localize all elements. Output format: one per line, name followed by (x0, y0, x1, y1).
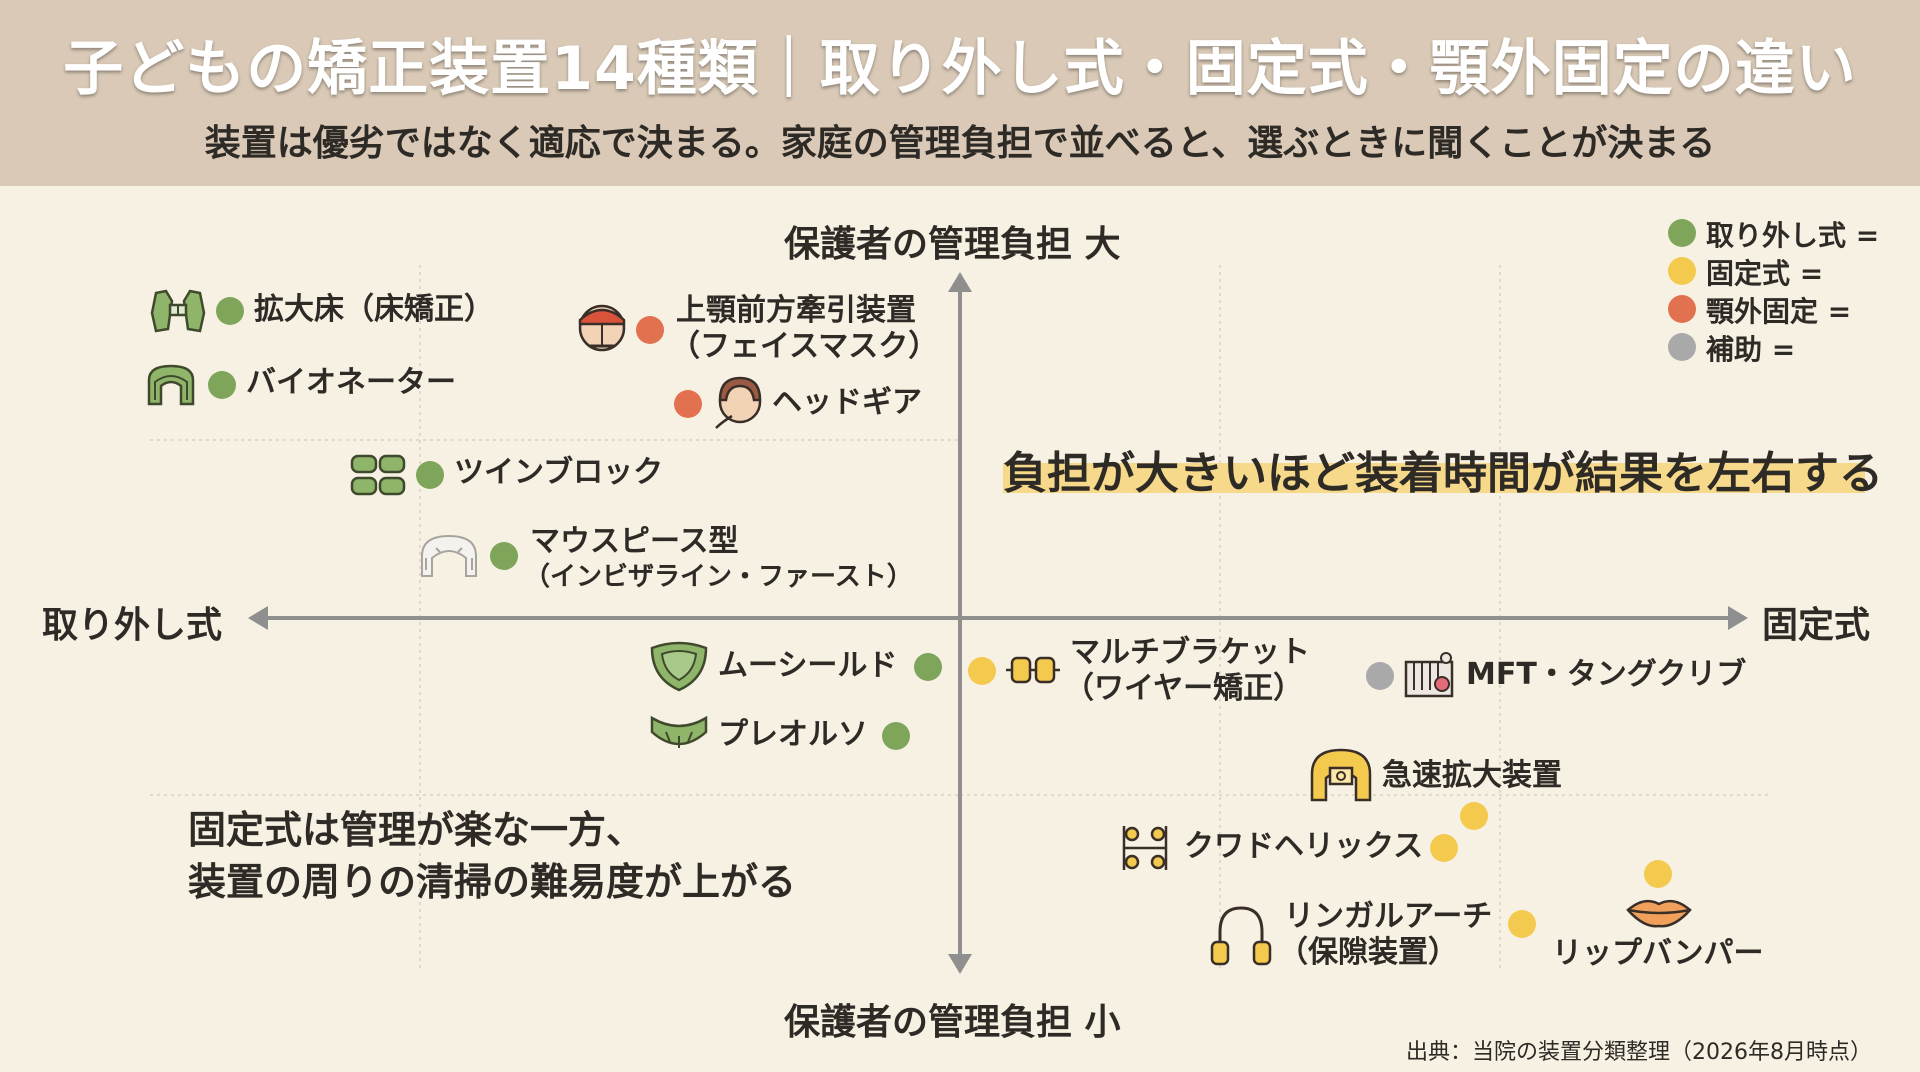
page-subtitle: 装置は優劣ではなく適応で決まる。家庭の管理負担で並べると、選ぶときに聞くことが決… (204, 123, 1716, 164)
arrow-left-icon (248, 606, 268, 630)
axes (262, 286, 1735, 960)
callout-highlight: 負担が大きいほど装着時間が結果を左右する (1003, 437, 1883, 499)
item-dot-mushield (914, 653, 942, 681)
item-dot-quadhelix (1430, 834, 1458, 862)
arrow-up-icon (948, 272, 972, 292)
header-band: 子どもの矯正装置14種類｜取り外し式・固定式・顎外固定の違い 装置は優劣ではなく… (0, 0, 1920, 186)
legend-label-extraoral: 顎外固定 = (1706, 295, 1852, 328)
legend-label-fixed: 固定式 = (1706, 257, 1824, 290)
arrow-down-icon (948, 954, 972, 974)
item-dot-lingualarch (1508, 910, 1536, 938)
note-line-2: 装置の周りの清掃の難易度が上がる (188, 860, 797, 904)
item-label-mouthpiece-line2: （インビザライン・ファースト） (524, 562, 913, 592)
item-dot-kakudaisho (216, 297, 244, 325)
lip-bumper-icon (1626, 899, 1692, 928)
note-line-1: 固定式は管理が楽な一方、 (188, 808, 645, 852)
highlight-marker (1003, 463, 1865, 493)
rapid-expander-icon (1310, 748, 1372, 802)
item-label-rpe: 急速拡大装置 (1382, 758, 1562, 793)
item-dot-lipbumper (1644, 860, 1672, 888)
aligner-icon (421, 534, 477, 577)
item-dot-twinblock (416, 461, 444, 489)
item-dot-headgear (674, 390, 702, 418)
item-label-kakudaisho: 拡大床（床矯正） (254, 292, 494, 327)
item-dot-mouthpiece (490, 542, 518, 570)
item-label-facemask-line2: （フェイスマスク） (670, 329, 939, 364)
tongue-crib-icon (1404, 652, 1454, 698)
item-label-mft: MFT・タングクリブ (1466, 657, 1747, 692)
mushield-icon (650, 641, 708, 692)
legend-dot-auxiliary (1668, 333, 1696, 361)
source-note: 出典：当院の装置分類整理（2026年8月時点） (1406, 1040, 1872, 1065)
twin-block-icon (350, 454, 406, 496)
item-dot-bionator (208, 371, 236, 399)
callout-text: 負担が大きいほど装着時間が結果を左右する (1003, 448, 1883, 499)
item-label-lingualarch-line2: （保隙装置） (1278, 935, 1458, 970)
item-label-mouthpiece-line1: マウスピース型 (530, 524, 739, 559)
legend-dot-extraoral (1668, 295, 1696, 323)
page-title: 子どもの矯正装置14種類｜取り外し式・固定式・顎外固定の違い (63, 34, 1857, 104)
item-label-lipbumper: リップバンパー (1552, 936, 1764, 971)
axis-label-bottom: 保護者の管理負担 小 (784, 1002, 1121, 1043)
bracket-icon (1006, 656, 1060, 684)
item-label-bionator: バイオネーター (246, 365, 456, 400)
arrow-right-icon (1728, 606, 1748, 630)
item-label-preortho: プレオルソ (718, 717, 868, 752)
legend-dot-removable (1668, 219, 1696, 247)
legend-dot-fixed (1668, 257, 1696, 285)
item-dot-rpe (1460, 802, 1488, 830)
face-mask-icon (578, 304, 626, 352)
axis-label-left: 取り外し式 (42, 605, 223, 646)
item-dot-multibracket (968, 657, 996, 685)
lingual-arch-icon (1210, 906, 1272, 966)
axis-label-top: 保護者の管理負担 大 (784, 224, 1121, 265)
preortho-icon (650, 715, 708, 748)
item-label-facemask-line1: 上顎前方牽引装置 (676, 293, 916, 328)
item-dot-mft (1366, 662, 1394, 690)
bionator-icon (147, 364, 195, 406)
item-label-quadhelix: クワドヘリックス (1184, 829, 1424, 864)
item-label-lingualarch-line1: リンガルアーチ (1284, 899, 1493, 934)
item-dot-facemask (636, 316, 664, 344)
legend-label-removable: 取り外し式 = (1706, 219, 1880, 252)
expansion-plate-icon (150, 289, 206, 333)
item-label-twinblock: ツインブロック (454, 455, 664, 490)
item-label-mushield: ムーシールド (718, 648, 898, 683)
item-label-multibracket-line1: マルチブラケット (1070, 635, 1310, 670)
item-dot-preortho (882, 722, 910, 750)
legend-label-auxiliary: 補助 = (1706, 333, 1796, 366)
axis-label-right: 固定式 (1762, 605, 1871, 646)
item-label-multibracket-line2: （ワイヤー矯正） (1064, 671, 1304, 706)
quad-helix-icon (1122, 826, 1168, 870)
headgear-icon (715, 376, 762, 429)
item-label-headgear: ヘッドギア (772, 385, 922, 420)
